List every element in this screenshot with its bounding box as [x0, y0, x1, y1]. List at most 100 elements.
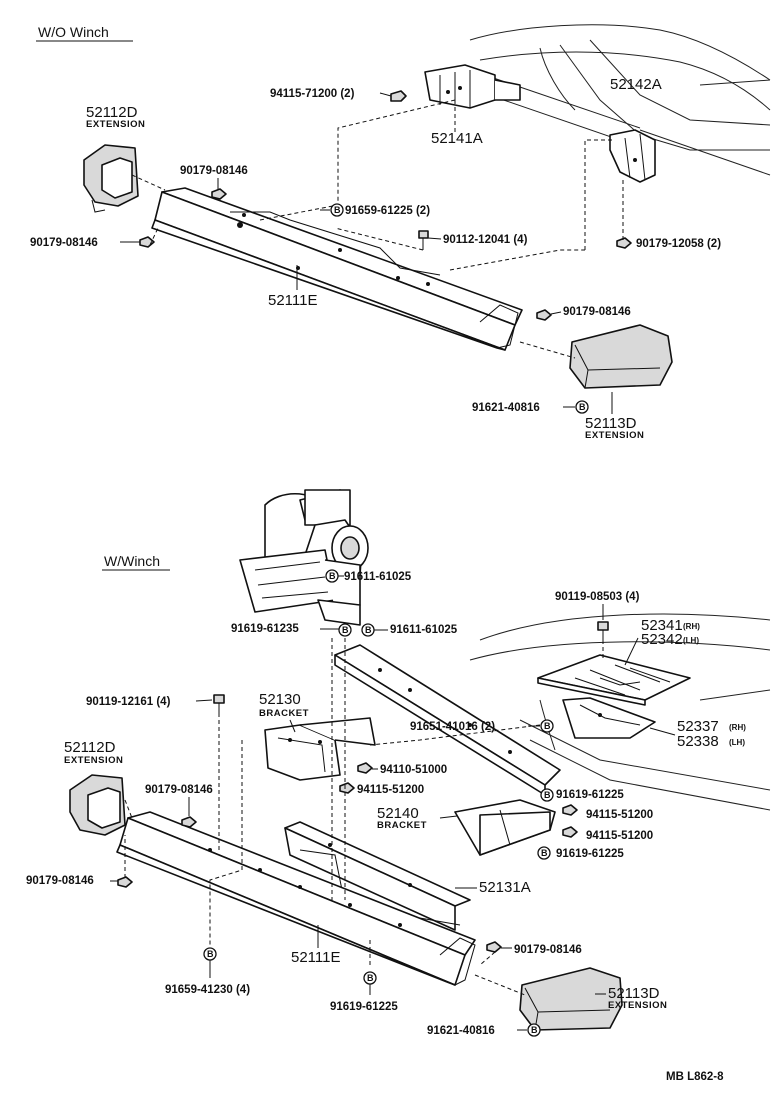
label-91611-61025-a: 91611-61025	[344, 571, 412, 583]
bumper-bar-52111E	[151, 187, 523, 351]
nut-90179-08146-lower-a	[181, 816, 197, 828]
bolt-90119-08503	[597, 621, 609, 640]
label-52112D-top: 52112D	[86, 104, 138, 121]
svg-text:B: B	[579, 402, 586, 412]
label-52337-side: (RH)	[729, 723, 746, 732]
bracket-52140	[454, 799, 556, 856]
svg-text:B: B	[544, 790, 551, 800]
label-94110-51000: 94110-51000	[380, 764, 447, 776]
bolt-marker-91659-61225	[330, 203, 344, 217]
label-52141A: 52141A	[431, 130, 483, 147]
bracket-52130	[264, 717, 376, 781]
label-52341: 52341	[641, 617, 683, 634]
section-title-with-winch: W/Winch	[104, 553, 160, 569]
bolt-marker-91621-40816-lower	[527, 1023, 541, 1037]
nut-90179-08146-c	[536, 309, 552, 321]
skid-plate-52341-52342	[537, 654, 691, 706]
label-94115-51200-a: 94115-51200	[357, 784, 424, 796]
label-91619-61225-a: 91619-61225	[556, 789, 624, 801]
svg-text:B: B	[367, 973, 374, 983]
svg-text:B: B	[342, 625, 349, 635]
label-91659-41230: 91659-41230 (4)	[165, 984, 250, 996]
nut-94115-71200	[390, 90, 407, 102]
label-bracket-52140: BRACKET	[377, 820, 427, 831]
label-extension-lower-right: EXTENSION	[608, 1000, 667, 1011]
svg-text:B: B	[207, 949, 214, 959]
label-90112-12041: 90112-12041 (4)	[443, 234, 528, 246]
label-94115-71200: 94115-71200 (2)	[270, 88, 355, 100]
label-90179-12058: 90179-12058 (2)	[636, 238, 721, 250]
label-90179-08146-lower-b: 90179-08146	[26, 875, 94, 887]
svg-text:B: B	[531, 1025, 538, 1035]
label-52342-side: (LH)	[683, 636, 699, 645]
label-bracket-52130: BRACKET	[259, 708, 309, 719]
label-91651-41016: 91651-41016 (2)	[410, 721, 495, 733]
end-extension-52112D	[83, 144, 139, 213]
section-title-without-winch: W/O Winch	[38, 24, 109, 40]
footer-code: MB L862-8	[666, 1071, 724, 1083]
label-90179-08146-top-c: 90179-08146	[563, 306, 631, 318]
label-91619-61225-b: 91619-61225	[556, 848, 624, 860]
label-52341-side: (RH)	[683, 622, 700, 631]
label-52338: 52338	[677, 733, 719, 750]
label-91621-40816-lower: 91621-40816	[427, 1025, 495, 1037]
label-extension-lower-left: EXTENSION	[64, 755, 123, 766]
nut-90179-08146-lower-c	[486, 941, 502, 953]
section-with-winch: W/Winch	[26, 489, 771, 1037]
label-91611-61025-b: 91611-61025	[390, 624, 458, 636]
nut-90179-08146-lower-b	[117, 876, 133, 888]
bolt-marker-91619-61225-b	[537, 846, 551, 860]
label-94115-51200-c: 94115-51200	[586, 830, 653, 842]
svg-text:B: B	[365, 625, 372, 635]
bolt-90119-12161	[213, 694, 225, 713]
end-extension-52113D-lower	[519, 967, 623, 1031]
label-52112D-lower: 52112D	[64, 739, 116, 756]
label-91659-61225: 91659-61225 (2)	[345, 205, 430, 217]
label-90179-08146-top-b: 90179-08146	[30, 237, 98, 249]
label-91621-40816-top: 91621-40816	[472, 402, 540, 414]
bolt-marker-91651-41016	[540, 719, 554, 733]
label-91619-61235: 91619-61235	[231, 623, 299, 635]
label-52337: 52337	[677, 718, 719, 735]
label-extension-top-left: EXTENSION	[86, 119, 145, 130]
nut-94110-51000	[357, 762, 373, 774]
bolt-marker-91621-40816-top	[575, 400, 589, 414]
bolt-marker-91619-61225-a	[540, 788, 554, 802]
label-52111E-lower: 52111E	[291, 949, 341, 966]
nut-94115-51200-b	[562, 804, 578, 816]
frame-bracket-52142A	[609, 129, 656, 183]
nut-94115-51200-c	[562, 826, 578, 838]
label-91619-61225-c: 91619-61225	[330, 1001, 398, 1013]
end-extension-52113D	[569, 324, 673, 389]
label-52131A: 52131A	[479, 879, 531, 896]
bolt-marker-91619-61235	[338, 623, 352, 637]
nut-94115-51200-a	[339, 782, 355, 794]
vehicle-frame-background	[459, 24, 771, 176]
svg-text:B: B	[329, 571, 336, 581]
label-52130: 52130	[259, 691, 301, 708]
label-90179-08146-lower-a: 90179-08146	[145, 784, 213, 796]
label-extension-top-right: EXTENSION	[585, 430, 644, 441]
label-52111E-top: 52111E	[268, 292, 318, 309]
bolt-marker-text: B	[334, 205, 341, 215]
frame-bracket-52141A	[424, 64, 521, 109]
nut-90179-12058	[616, 237, 632, 249]
end-extension-52112D-lower	[69, 774, 126, 836]
label-90119-12161: 90119-12161 (4)	[86, 696, 171, 708]
bolt-90112-12041	[418, 230, 429, 250]
bracket-52337-52338	[562, 697, 656, 739]
svg-text:B: B	[544, 721, 551, 731]
label-52342: 52342	[641, 631, 683, 648]
rail-52131A	[284, 821, 471, 931]
section-without-winch: W/O Winch	[30, 24, 771, 441]
label-90179-08146-top-a: 90179-08146	[180, 165, 248, 177]
label-52113D-top: 52113D	[585, 415, 637, 432]
label-52113D-lower: 52113D	[608, 985, 660, 1002]
label-52338-side: (LH)	[729, 738, 745, 747]
label-94115-51200-b: 94115-51200	[586, 809, 653, 821]
label-52142A: 52142A	[610, 76, 662, 93]
nut-90179-08146-a	[211, 188, 227, 200]
label-90119-08503: 90119-08503 (4)	[555, 591, 640, 603]
